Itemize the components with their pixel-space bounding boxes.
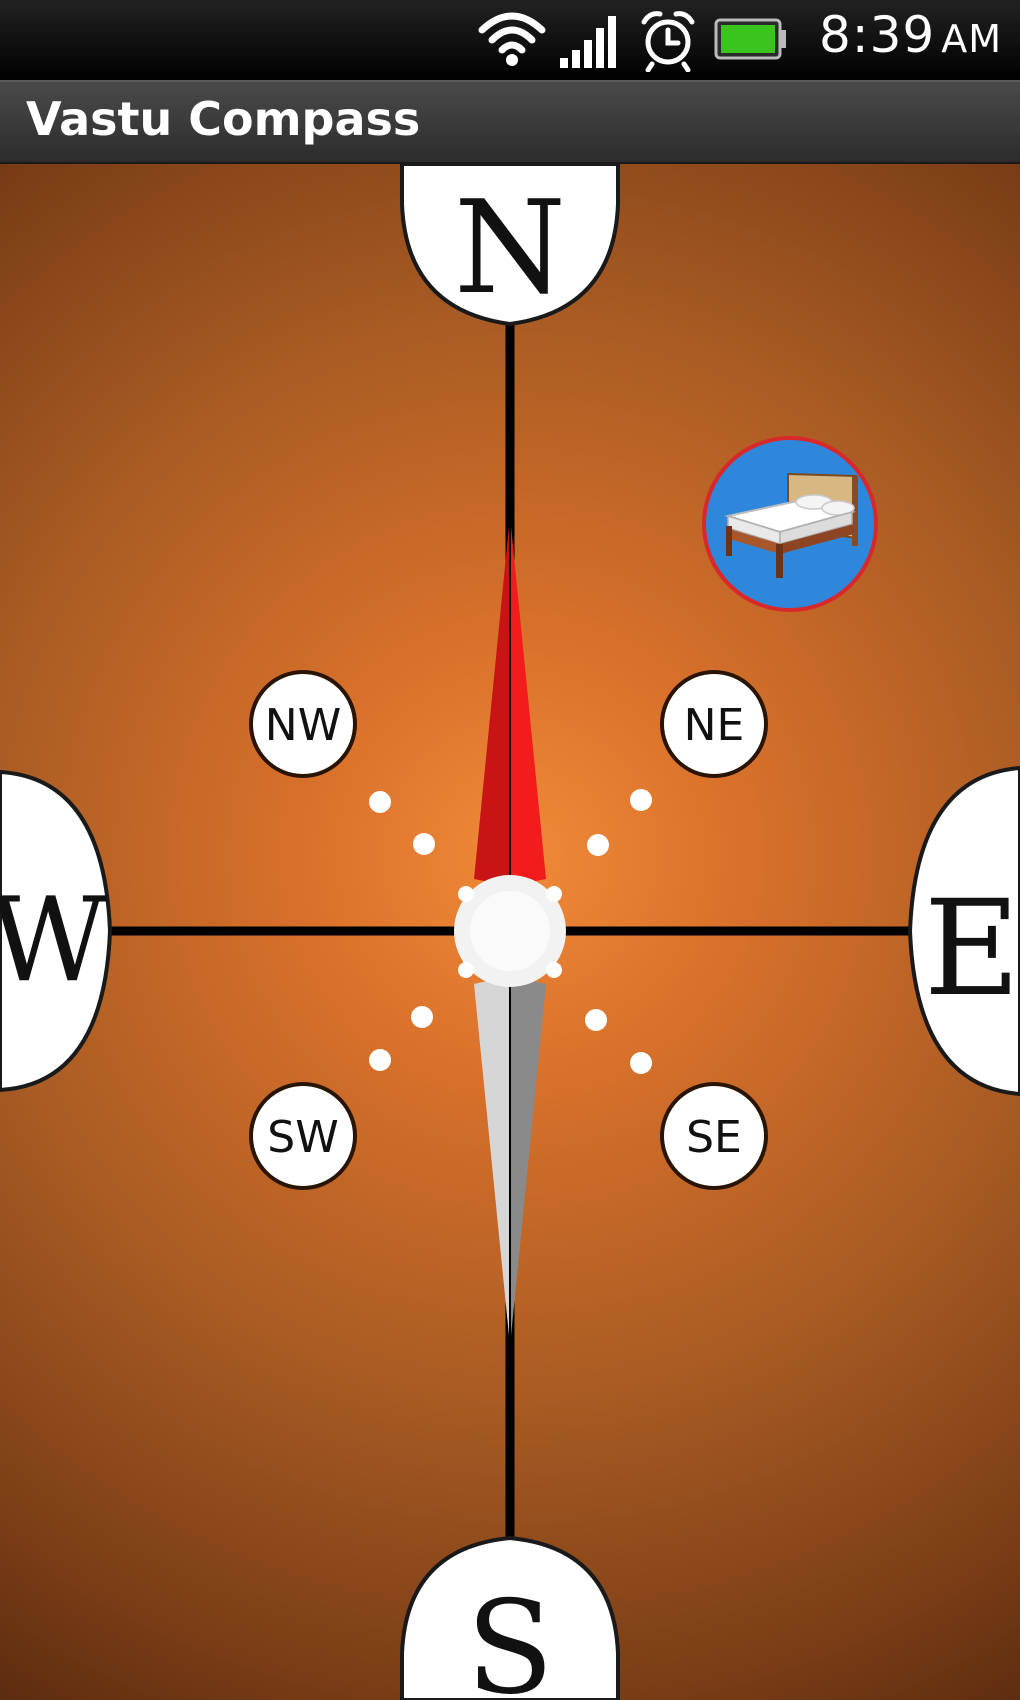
compass-view: N S W E NW NE SW bbox=[0, 164, 1020, 1700]
direction-dots bbox=[369, 789, 652, 1074]
southwest-label: SW bbox=[267, 1112, 338, 1163]
signal-icon bbox=[560, 16, 616, 68]
south-marker: S bbox=[400, 1535, 620, 1700]
northwest-marker: NW bbox=[249, 670, 357, 778]
needle-north-right bbox=[511, 526, 546, 886]
northeast-marker: NE bbox=[660, 670, 768, 778]
app-title: Vastu Compass bbox=[26, 92, 421, 146]
north-label: N bbox=[454, 174, 566, 323]
clock-ampm: AM bbox=[941, 17, 1002, 61]
southwest-marker: SW bbox=[249, 1082, 357, 1190]
needle-south-right bbox=[511, 976, 546, 1336]
action-bar: Vastu Compass bbox=[0, 80, 1020, 164]
alarm-icon bbox=[641, 11, 695, 72]
northeast-label: NE bbox=[684, 700, 745, 751]
needle-north-left bbox=[474, 526, 509, 886]
compass-needle bbox=[454, 526, 566, 1336]
clock-time: 8:39 bbox=[818, 6, 936, 64]
battery-icon bbox=[714, 18, 786, 60]
needle-south-left bbox=[474, 976, 509, 1336]
wifi-icon bbox=[478, 12, 546, 66]
bed-icon bbox=[724, 472, 858, 578]
south-label: S bbox=[466, 1574, 554, 1700]
east-marker: E bbox=[907, 765, 1020, 1097]
northwest-label: NW bbox=[265, 700, 341, 751]
east-label: E bbox=[924, 872, 1020, 1026]
north-marker: N bbox=[400, 164, 620, 327]
compass-dial: N S W E NW NE SW bbox=[0, 164, 1020, 1700]
west-marker: W bbox=[0, 769, 113, 1093]
southeast-marker: SE bbox=[660, 1082, 768, 1190]
southeast-label: SE bbox=[686, 1112, 742, 1163]
room-type-button[interactable] bbox=[702, 436, 878, 612]
west-label: W bbox=[0, 873, 108, 1008]
